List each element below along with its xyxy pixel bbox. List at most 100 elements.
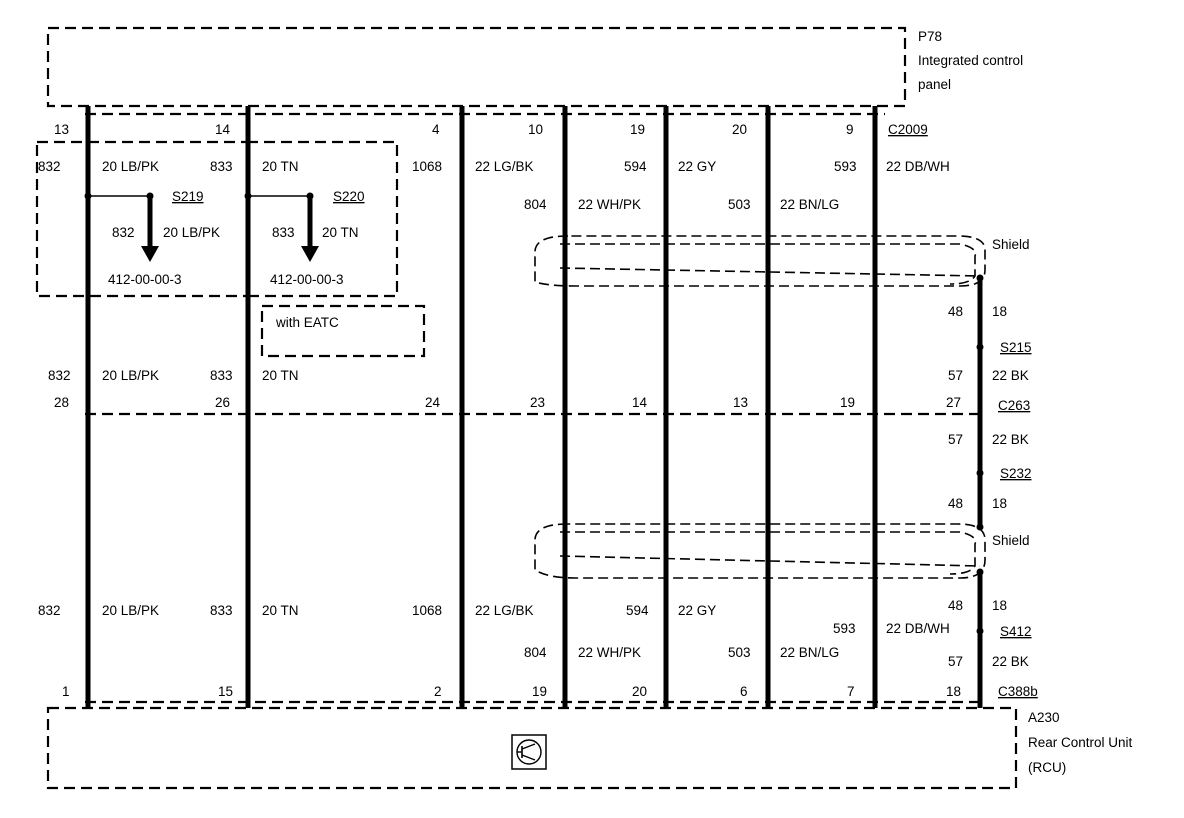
bottom-pin: 20	[632, 684, 647, 699]
a230-name-2: (RCU)	[1028, 760, 1066, 775]
circuit-label: 593	[834, 159, 857, 174]
s232-dot	[976, 469, 984, 477]
ground-circuit: 57	[948, 432, 963, 447]
connector-c263: C263	[998, 398, 1030, 413]
wire-color-label: 22 DB/WH	[886, 159, 950, 174]
splice-s219-circuit: 832	[112, 225, 135, 240]
p78-name-2: panel	[918, 77, 951, 92]
a230-id: A230	[1028, 710, 1060, 725]
splice-s232-label: S232	[1000, 466, 1032, 481]
top-pin: 13	[54, 122, 69, 137]
s219-box	[35, 140, 249, 298]
wire-color-label: 22 DB/WH	[886, 621, 950, 636]
circuit-label: 833	[210, 603, 233, 618]
bottom-pin: 2	[434, 684, 442, 699]
wire-color-label: 22 BN/LG	[780, 645, 839, 660]
circuit-label: 594	[624, 159, 647, 174]
wire-color-label: 20 TN	[262, 603, 299, 618]
top-pin: 19	[630, 122, 645, 137]
wire-color-label: 20 LB/PK	[102, 159, 159, 174]
a230-name-1: Rear Control Unit	[1028, 735, 1133, 750]
top-pin: 4	[432, 122, 440, 137]
splice-s220-circuit: 833	[272, 225, 295, 240]
shield-lower	[534, 523, 986, 579]
ground-circuit: 57	[948, 368, 963, 383]
circuit-label: 804	[524, 645, 547, 660]
splice-s220-ref: 412-00-00-3	[270, 272, 344, 287]
bottom-pin: 15	[218, 684, 233, 699]
mid-pin: 23	[530, 395, 545, 410]
wire-color-label: 22 GY	[678, 603, 716, 618]
p78-id: P78	[918, 29, 942, 44]
wire-color-label: 22 LG/BK	[475, 159, 534, 174]
connector-c2009: C2009	[888, 122, 928, 137]
wire-color-label: 22 WH/PK	[578, 197, 641, 212]
top-pin: 20	[732, 122, 747, 137]
bottom-pin: 1	[62, 684, 70, 699]
wire-color-label: 22 LG/BK	[475, 603, 534, 618]
circuit-label: 833	[210, 159, 233, 174]
splice-s219-label: S219	[172, 189, 204, 204]
wire-color-label: 22 WH/PK	[578, 645, 641, 660]
circuit-label: 832	[38, 603, 61, 618]
circuit-label: 804	[524, 197, 547, 212]
circuit-label: 503	[728, 645, 751, 660]
ground-circuit: 57	[948, 654, 963, 669]
top-pin: 14	[215, 122, 231, 137]
ground-circuit: 48	[948, 304, 963, 319]
ground-wire: 22 BK	[992, 654, 1029, 669]
ground-gauge: 18	[992, 304, 1007, 319]
ground-wire: 22 BK	[992, 368, 1029, 383]
wire-color-label: 20 LB/PK	[102, 368, 159, 383]
wire-color-label: 20 TN	[262, 159, 299, 174]
ground-circuit: 48	[948, 496, 963, 511]
bottom-pin: 7	[847, 684, 855, 699]
mid-pin: 24	[425, 395, 441, 410]
s215-dot	[976, 343, 984, 351]
circuit-label: 832	[38, 159, 61, 174]
splice-s220-wire: 20 TN	[322, 225, 359, 240]
circuit-label: 503	[728, 197, 751, 212]
wire-color-label: 22 GY	[678, 159, 716, 174]
splice-s220-label: S220	[333, 189, 365, 204]
connector-c388b: C388b	[998, 684, 1038, 699]
shield-label-upper: Shield	[992, 237, 1030, 252]
top-pin: 10	[528, 122, 543, 137]
ground-wire: 22 BK	[992, 432, 1029, 447]
circuit-label: 593	[833, 621, 856, 636]
a230-box	[46, 706, 1018, 790]
mid-pin: 19	[840, 395, 855, 410]
bottom-pin: 6	[740, 684, 748, 699]
s412-dot	[976, 627, 984, 635]
mid-pin: 13	[733, 395, 748, 410]
mid-pin: 14	[632, 395, 648, 410]
shield-upper	[534, 235, 986, 287]
splice-s215-label: S215	[1000, 340, 1032, 355]
bottom-pin: 18	[946, 684, 961, 699]
bottom-pin: 19	[532, 684, 547, 699]
top-pin: 9	[846, 122, 854, 137]
p78-box	[46, 26, 907, 108]
ground-circuit: 48	[948, 598, 963, 613]
splice-s219-wire: 20 LB/PK	[163, 225, 220, 240]
ground-gauge: 18	[992, 598, 1007, 613]
splice-s220	[244, 192, 319, 262]
mid-pin: 26	[215, 395, 230, 410]
p78-name-1: Integrated control	[918, 53, 1023, 68]
eatc-note: with EATC	[275, 315, 339, 330]
transistor-symbol-icon	[511, 734, 547, 770]
circuit-label: 594	[626, 603, 649, 618]
wire-color-label: 20 LB/PK	[102, 603, 159, 618]
wires	[85, 106, 983, 708]
splice-s412-label: S412	[1000, 624, 1032, 639]
ground-gauge: 18	[992, 496, 1007, 511]
circuit-label: 1068	[412, 159, 442, 174]
mid-pin: 28	[54, 395, 69, 410]
mid-pin: 27	[946, 395, 961, 410]
wire-color-label: 20 TN	[262, 368, 299, 383]
wire-color-label: 22 BN/LG	[780, 197, 839, 212]
eatc-box	[260, 304, 426, 358]
shield-label-lower: Shield	[992, 533, 1030, 548]
circuit-label: 832	[48, 368, 71, 383]
